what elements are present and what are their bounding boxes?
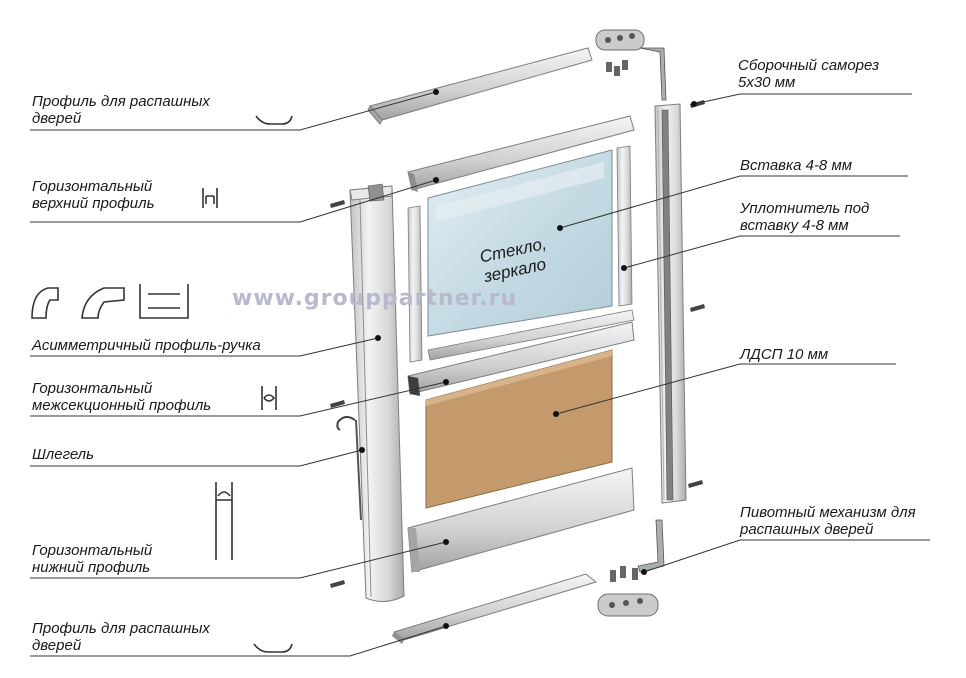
label-seal: Уплотнитель под вставку 4-8 мм [740,200,870,234]
leader-lines [30,91,930,657]
leader-dots [359,89,697,629]
label-schlegel: Шлегель [32,446,95,463]
label-asymmetric-handle-profile: Асимметричный профиль-ручка [32,337,261,354]
swing-profile-top-icon [255,115,293,125]
chipboard-panel-part [425,349,613,509]
right-vertical-profile-part [654,103,687,504]
pivot-bottom-part [597,519,665,617]
pivot-top-part [595,29,667,101]
handle-profile-icon-1 [31,287,59,319]
horizontal-intersection-profile-part [407,321,635,396]
label-assembly-screw: Сборочный саморез 5х30 мм [738,57,880,91]
label-horizontal-top-profile: Горизонтальный верхний профиль [32,178,155,212]
swing-profile-top-part [367,47,593,125]
label-horizontal-bottom-profile: Горизонтальный нижний профиль [32,542,153,576]
swing-profile-bottom-icon [253,643,293,653]
bottom-profile-icon [215,482,233,560]
label-chipboard: ЛДСП 10 мм [740,346,829,363]
handle-profile-icon-2 [81,287,125,319]
asymmetric-handle-profile-part [349,183,405,602]
schlegel-part [336,416,362,521]
label-pivot-mechanism: Пивотный механизм для распашных дверей [740,504,916,538]
watermark: www.grouppartner.ru [232,286,518,311]
label-insert: Вставка 4-8 мм [740,157,853,174]
top-profile-icon [202,188,218,208]
intersection-profile-icon [261,386,277,410]
glass-panel-part [407,145,635,363]
horizontal-top-profile-part [407,115,635,192]
handle-profile-icon-3 [139,284,189,319]
profile-section-icons [31,115,293,653]
label-swing-profile-top: Профиль для распашных дверей [32,93,210,127]
label-horizontal-intersection-profile: Горизонтальный межсекционный профиль [32,380,212,414]
label-swing-profile-bottom: Профиль для распашных дверей [32,620,210,654]
